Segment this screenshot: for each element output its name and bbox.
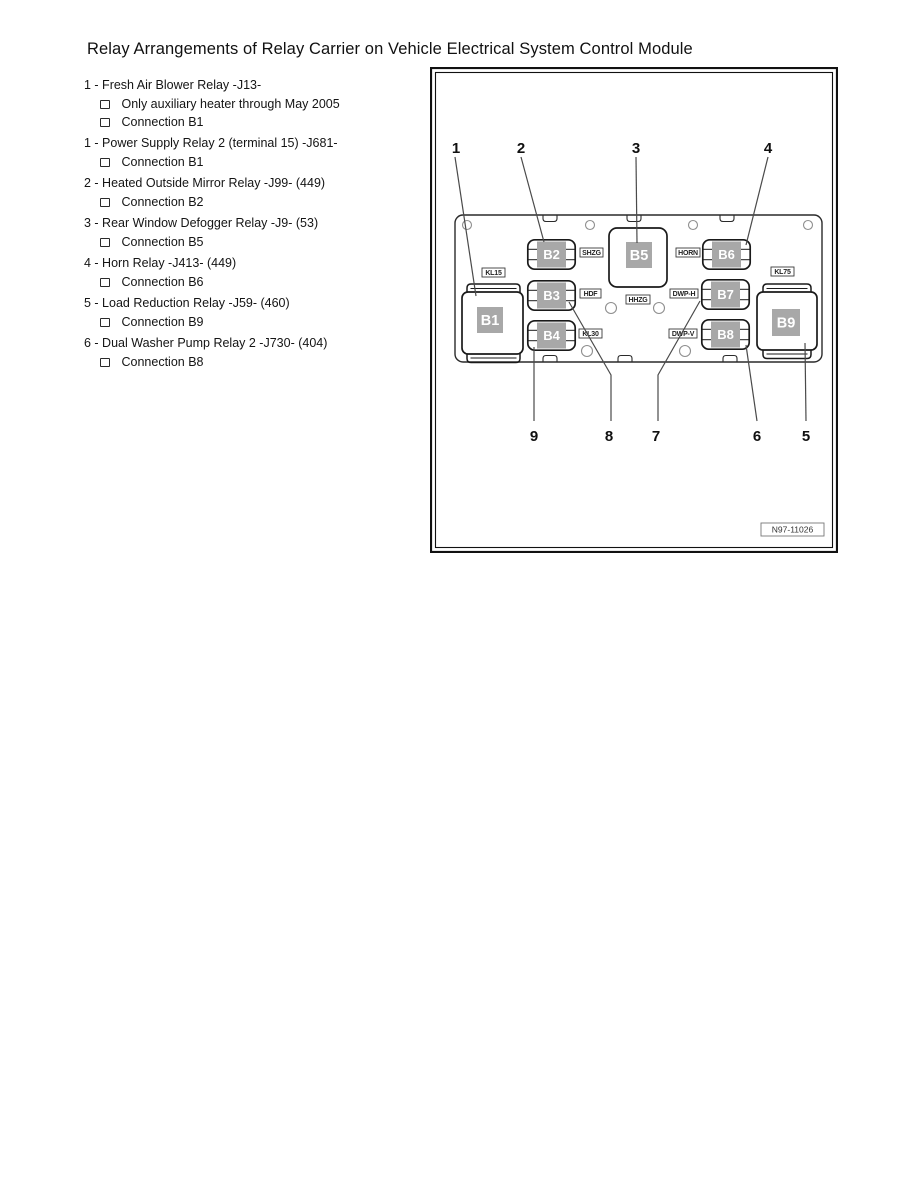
callout-number-8: 8 <box>605 428 613 445</box>
relay-socket-b5: B5 <box>608 227 668 288</box>
function-label-hdf: HDF <box>579 288 602 299</box>
relay-label-b2: B2 <box>543 247 560 262</box>
terminal-label-kl75: KL75 <box>770 266 795 277</box>
carrier-hole <box>604 301 618 315</box>
svg-text:DWP-V: DWP-V <box>672 331 695 338</box>
list-item: 5 - Load Reduction Relay -J59- (460) Con… <box>84 297 444 329</box>
list-item: 3 - Rear Window Defogger Relay -J9- (53)… <box>84 217 444 249</box>
function-label-dwp-h: DWP-H <box>669 288 699 299</box>
relay-item-note: Connection B8 <box>121 355 204 369</box>
list-item: 6 - Dual Washer Pump Relay 2 -J730- (404… <box>84 337 444 369</box>
relay-item-note: Connection B1 <box>121 115 204 129</box>
relay-item-heading: 5 - Load Reduction Relay -J59- (460) <box>84 296 290 310</box>
svg-text:HORN: HORN <box>678 250 698 257</box>
leader-line-7 <box>657 300 701 421</box>
relay-item-note: Connection B6 <box>121 275 204 289</box>
function-label-dwp-v: DWP-V <box>668 328 698 339</box>
relay-carrier-figure: B1 B9 B5 B2 B3 B4 B6 B7 B8 <box>429 66 839 554</box>
leader-line-4 <box>745 156 769 246</box>
carrier-notch <box>542 215 558 223</box>
square-bullet-icon <box>100 317 110 328</box>
svg-text:N97-11026: N97-11026 <box>772 525 814 535</box>
relay-label-b3: B3 <box>543 288 560 303</box>
relay-label-b8: B8 <box>717 327 734 342</box>
figure-frame-inner <box>434 71 834 549</box>
callout-number-1: 1 <box>452 140 460 157</box>
relay-label-b1: B1 <box>481 313 500 329</box>
callout-number-9: 9 <box>530 428 538 445</box>
carrier-notch <box>617 354 633 362</box>
svg-text:HHZG: HHZG <box>628 297 648 304</box>
relay-label-b4: B4 <box>543 328 560 343</box>
carrier-notch <box>719 215 735 223</box>
figure-number-badge: N97-11026 <box>760 522 825 537</box>
leader-line-8 <box>568 301 612 421</box>
square-bullet-icon <box>100 277 110 288</box>
svg-text:DWP-H: DWP-H <box>673 291 696 298</box>
carrier-notch <box>722 354 738 362</box>
relay-legend-list: 1 - Fresh Air Blower Relay -J13- Only au… <box>84 79 444 377</box>
relay-socket-b1: B1 <box>461 283 524 364</box>
relay-item-note: Connection B1 <box>121 155 204 169</box>
list-item: 2 - Heated Outside Mirror Relay -J99- (4… <box>84 177 444 209</box>
relay-item-note: Connection B5 <box>121 235 204 249</box>
relay-item-note: Connection B9 <box>121 315 204 329</box>
terminal-label-kl15: KL15 <box>481 267 506 278</box>
square-bullet-icon <box>100 117 110 128</box>
relay-item-note: Only auxiliary heater through May 2005 <box>121 97 340 111</box>
carrier-hole <box>678 344 692 358</box>
svg-text:HDF: HDF <box>584 291 599 298</box>
relay-item-heading: 1 - Fresh Air Blower Relay -J13- <box>84 78 262 92</box>
leader-line-1 <box>454 156 477 297</box>
page-title: Relay Arrangements of Relay Carrier on V… <box>87 40 693 58</box>
relay-item-heading: 3 - Rear Window Defogger Relay -J9- (53) <box>84 216 319 230</box>
leader-line-5 <box>804 342 807 422</box>
svg-text:KL75: KL75 <box>774 269 791 276</box>
list-item: 1 - Power Supply Relay 2 (terminal 15) -… <box>84 137 444 169</box>
leader-line-2 <box>520 156 545 243</box>
relay-item-heading: 2 - Heated Outside Mirror Relay -J99- (4… <box>84 176 326 190</box>
leader-line-3 <box>635 156 638 244</box>
relay-label-b5: B5 <box>630 248 649 264</box>
square-bullet-icon <box>100 99 110 110</box>
callout-number-7: 7 <box>652 428 660 445</box>
relay-label-b7: B7 <box>717 287 734 302</box>
relay-item-heading: 1 - Power Supply Relay 2 (terminal 15) -… <box>84 136 338 150</box>
svg-text:KL30: KL30 <box>582 331 599 338</box>
list-item: 1 - Fresh Air Blower Relay -J13- Only au… <box>84 79 444 129</box>
leader-line-6 <box>745 344 758 422</box>
carrier-notch <box>542 354 558 362</box>
function-label-shzg: SHZG <box>579 247 604 258</box>
carrier-notch <box>626 215 642 223</box>
svg-text:SHZG: SHZG <box>582 250 601 257</box>
relay-item-heading: 6 - Dual Washer Pump Relay 2 -J730- (404… <box>84 336 328 350</box>
callout-number-3: 3 <box>632 140 640 157</box>
relay-socket-b9: B9 <box>756 283 818 360</box>
square-bullet-icon <box>100 357 110 368</box>
carrier-hole <box>687 219 699 231</box>
relay-item-note: Connection B2 <box>121 195 204 209</box>
callout-number-4: 4 <box>764 140 773 157</box>
square-bullet-icon <box>100 237 110 248</box>
list-item: 4 - Horn Relay -J413- (449) Connection B… <box>84 257 444 289</box>
carrier-hole <box>580 344 594 358</box>
carrier-hole <box>584 219 596 231</box>
carrier-hole <box>461 219 473 231</box>
relay-label-b6: B6 <box>718 247 735 262</box>
function-label-hhzg: HHZG <box>625 294 651 305</box>
callout-number-5: 5 <box>802 428 810 445</box>
relay-label-b9: B9 <box>777 316 796 332</box>
terminal-label-kl30: KL30 <box>578 328 603 339</box>
svg-text:KL15: KL15 <box>485 270 502 277</box>
square-bullet-icon <box>100 197 110 208</box>
function-label-horn: HORN <box>675 247 701 258</box>
relay-item-heading: 4 - Horn Relay -J413- (449) <box>84 256 237 270</box>
carrier-hole <box>652 301 666 315</box>
callout-number-2: 2 <box>517 140 525 157</box>
relay-carrier-diagram: B1 B9 B5 B2 B3 B4 B6 B7 B8 <box>429 66 839 554</box>
callout-number-6: 6 <box>753 428 761 445</box>
carrier-hole <box>802 219 814 231</box>
square-bullet-icon <box>100 157 110 168</box>
